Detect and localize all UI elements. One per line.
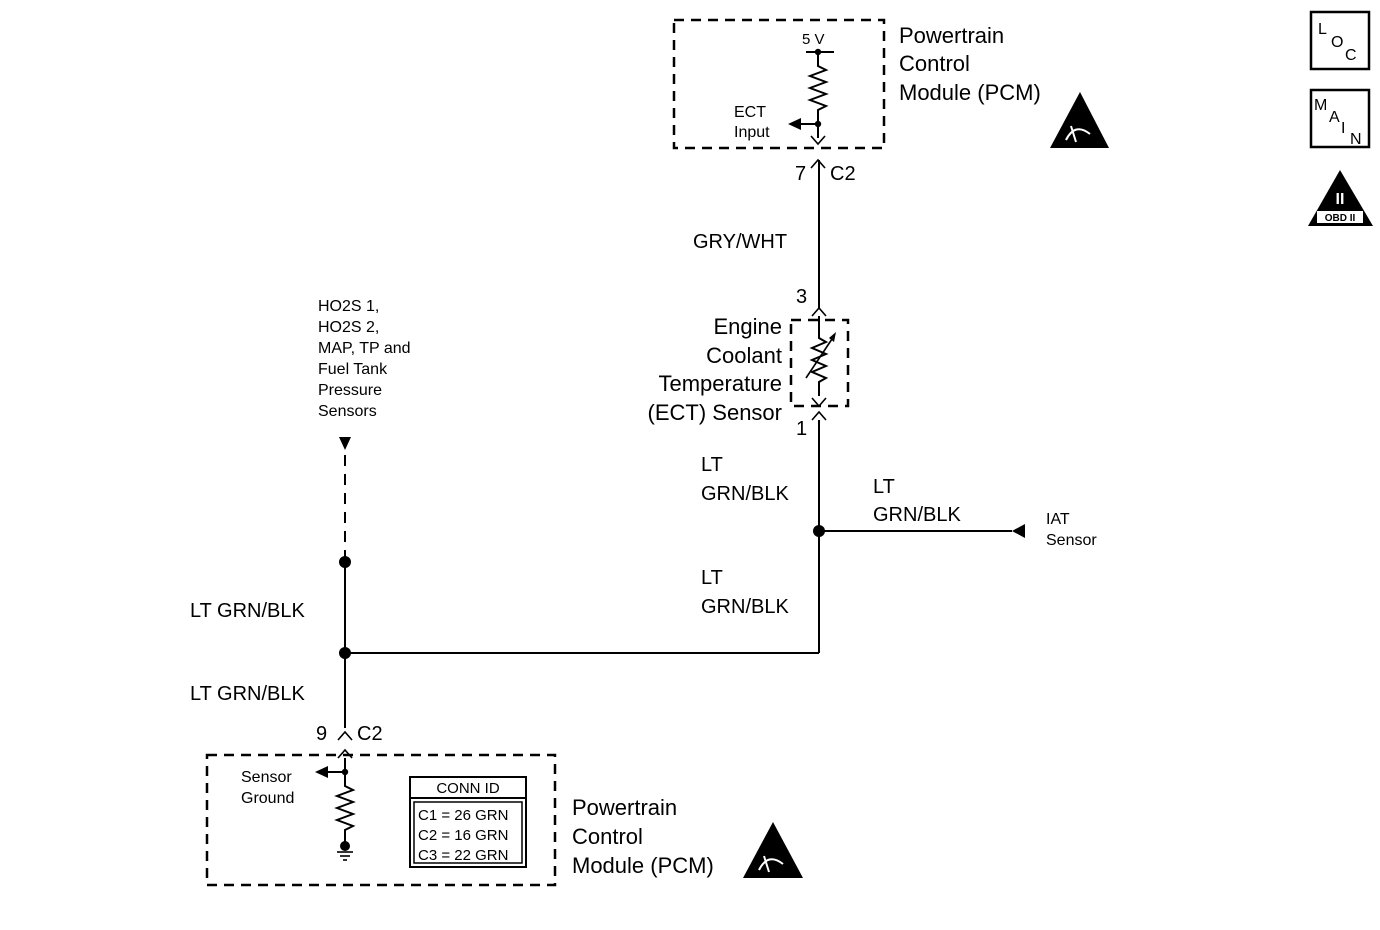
pcm-bottom-module: Sensor Ground CONN ID C1 = 26 GRN C2 = 1… bbox=[205, 748, 803, 887]
obd-ii-icon[interactable]: II OBD II bbox=[1308, 170, 1373, 226]
other-sensors-line4: Fuel Tank bbox=[318, 361, 388, 378]
wire-gry-wht-label: GRY/WHT bbox=[693, 231, 787, 253]
pcm-top-module: 5 V ECT Input Powertrain Control Module … bbox=[672, 18, 1109, 150]
ect-input-arrow-icon bbox=[788, 118, 801, 130]
svg-text:O: O bbox=[1331, 34, 1343, 51]
pcm-bottom-resistor bbox=[334, 772, 356, 843]
connector-bottom-c2: 9 C2 bbox=[316, 723, 383, 745]
ect-name-line2: Coolant bbox=[706, 343, 782, 368]
wire-left-upper-label: LT GRN/BLK bbox=[190, 600, 306, 622]
ground-symbol-icon bbox=[337, 851, 353, 861]
svg-text:II: II bbox=[1336, 191, 1345, 208]
pcm-top-dashed-box bbox=[672, 18, 886, 150]
other-sensors-line6: Sensors bbox=[318, 403, 377, 420]
ect-pin-top: 3 bbox=[796, 286, 807, 308]
ect-pin-bottom: 1 bbox=[796, 418, 807, 440]
esd-warning-icon bbox=[1050, 92, 1109, 148]
other-sensors-line3: MAP, TP and bbox=[318, 340, 411, 357]
connector-top-pin: 7 bbox=[795, 163, 806, 185]
ect-name-line3: Temperature bbox=[658, 371, 782, 396]
connector-top-c2: 7 C2 bbox=[795, 158, 856, 185]
connector-top-name: C2 bbox=[830, 163, 856, 185]
ect-name-line1: Engine bbox=[713, 314, 782, 339]
pcm-top-title-line1: Powertrain bbox=[899, 23, 1004, 48]
svg-text:M: M bbox=[1314, 97, 1327, 114]
conn-id-header: CONN ID bbox=[436, 780, 500, 797]
svg-text:N: N bbox=[1350, 131, 1362, 148]
pcm-bottom-title-line1: Powertrain bbox=[572, 795, 677, 820]
iat-label-line1: IAT bbox=[1046, 511, 1070, 528]
main-icon[interactable]: M A I N bbox=[1309, 88, 1371, 149]
connector-bottom-name: C2 bbox=[357, 723, 383, 745]
wire-lower-right-line1: LT bbox=[701, 567, 723, 589]
wire-left-lower-label: LT GRN/BLK bbox=[190, 683, 306, 705]
wire-upper-right-line2: GRN/BLK bbox=[701, 483, 789, 505]
svg-text:OBD II: OBD II bbox=[1325, 213, 1356, 224]
pcm-top-terminal-chevron bbox=[810, 135, 826, 146]
pcm-top-voltage: 5 V bbox=[802, 31, 825, 48]
svg-text:L: L bbox=[1318, 21, 1327, 38]
svg-text:A: A bbox=[1329, 109, 1340, 126]
other-sensors-reference: HO2S 1, HO2S 2, MAP, TP and Fuel Tank Pr… bbox=[318, 298, 411, 560]
pcm-top-input-label-line1: ECT bbox=[734, 104, 766, 121]
other-sensors-line2: HO2S 2, bbox=[318, 319, 379, 336]
pcm-bottom-dashed-box bbox=[205, 753, 557, 887]
splice-main-return bbox=[339, 647, 351, 659]
sensor-ground-arrow-icon bbox=[315, 766, 328, 778]
svg-text:C: C bbox=[1345, 47, 1357, 64]
loc-icon[interactable]: L O C bbox=[1309, 10, 1371, 71]
pcm-top-pullup-resistor bbox=[807, 52, 829, 124]
wire-iat-line1: LT bbox=[873, 476, 895, 498]
ground-label-line1: Sensor bbox=[241, 769, 292, 786]
svg-text:I: I bbox=[1341, 120, 1345, 137]
other-sensors-arrow-icon bbox=[339, 437, 351, 450]
wire-iat-line2: GRN/BLK bbox=[873, 504, 961, 526]
ect-sensor: 3 1 Engine Coolant Temperature (ECT) Sen… bbox=[648, 286, 850, 440]
conn-id-row2: C2 = 16 GRN bbox=[418, 827, 508, 844]
ect-name-line4: (ECT) Sensor bbox=[648, 400, 782, 425]
pcm-top-title-line2: Control bbox=[899, 51, 970, 76]
pcm-bottom-title-line3: Module (PCM) bbox=[572, 853, 714, 878]
wire-lower-right-line2: GRN/BLK bbox=[701, 596, 789, 618]
pcm-top-title-line3: Module (PCM) bbox=[899, 80, 1041, 105]
ect-thermistor-icon bbox=[809, 330, 829, 396]
connector-bottom-pin: 9 bbox=[316, 723, 327, 745]
pcm-top-input-label-line2: Input bbox=[734, 124, 770, 141]
other-sensors-line1: HO2S 1, bbox=[318, 298, 379, 315]
iat-arrow-icon bbox=[1012, 524, 1025, 538]
wire-upper-right-line1: LT bbox=[701, 454, 723, 476]
conn-id-row3: C3 = 22 GRN bbox=[418, 847, 508, 864]
pcm-bottom-title-line2: Control bbox=[572, 824, 643, 849]
conn-id-row1: C1 = 26 GRN bbox=[418, 807, 508, 824]
pcm-bottom-terminal-chevron bbox=[337, 748, 353, 759]
ground-label-line2: Ground bbox=[241, 790, 294, 807]
esd-warning-icon bbox=[743, 822, 803, 878]
iat-label-line2: Sensor bbox=[1046, 532, 1097, 549]
conn-id-table: CONN ID C1 = 26 GRN C2 = 16 GRN C3 = 22 … bbox=[409, 776, 527, 868]
other-sensors-line5: Pressure bbox=[318, 382, 382, 399]
